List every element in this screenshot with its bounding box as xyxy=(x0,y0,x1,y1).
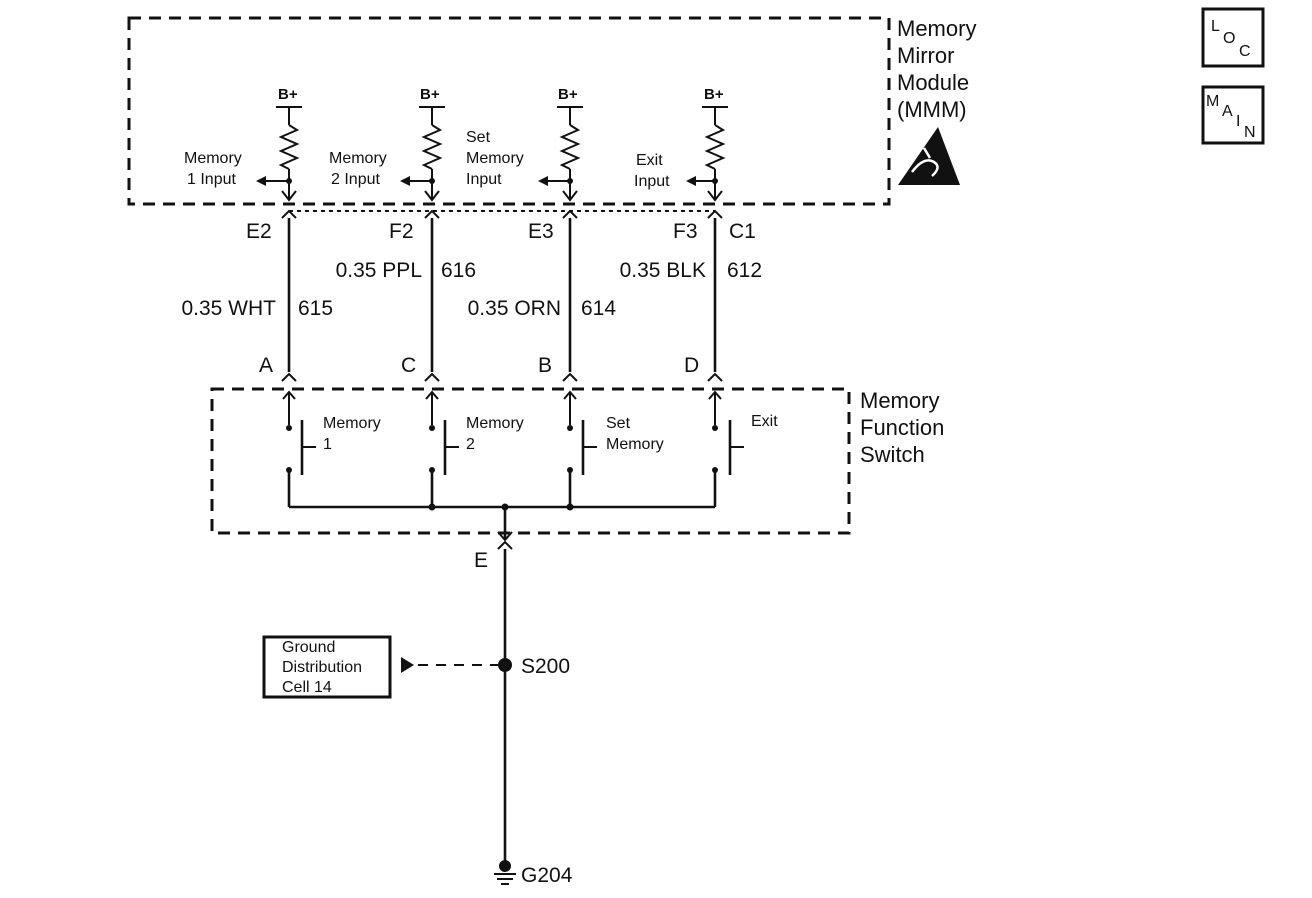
switch-name-line-1: Memory xyxy=(860,388,939,413)
ground-ref-line-3: Cell 14 xyxy=(282,679,332,696)
module-name-line-4: (MMM) xyxy=(897,97,967,122)
switch-contacts: Memory 1 Memory 2 Set Memory Exit xyxy=(282,390,778,542)
pin-a: A xyxy=(259,354,273,377)
pin-f2: F2 xyxy=(389,220,414,243)
pin-e3: E3 xyxy=(528,220,554,243)
button-label-4-line-1: Exit xyxy=(751,413,778,430)
wire-circuit-4: 612 xyxy=(727,259,762,282)
main-icon-letter-m: M xyxy=(1206,93,1219,110)
switch-pin-labels: A C B D xyxy=(259,354,699,377)
button-label-2-line-1: Memory xyxy=(466,415,524,432)
pin-e: E xyxy=(474,549,488,572)
wire-spec-1: 0.35 WHT xyxy=(181,297,276,320)
esd-sensitive-icon xyxy=(898,127,960,185)
input-label-2-line-1: Memory xyxy=(329,150,387,167)
input-label-1-line-2: 1 Input xyxy=(187,171,236,188)
input-label-3-line-3: Input xyxy=(466,171,502,188)
supply-label-2: B+ xyxy=(420,86,440,103)
button-label-3-line-1: Set xyxy=(606,415,631,432)
wire-spec-3: 0.35 ORN xyxy=(468,297,561,320)
memory-mirror-module: Memory Mirror Module (MMM) xyxy=(127,16,976,206)
pin-b: B xyxy=(538,354,552,377)
button-label-2-line-2: 2 xyxy=(466,436,475,453)
module-pin-labels: E2 F2 E3 F3 C1 xyxy=(246,220,756,243)
splice-label: S200 xyxy=(521,655,570,678)
switch-name-line-3: Switch xyxy=(860,442,925,467)
pin-c: C xyxy=(401,354,416,377)
module-name-line-1: Memory xyxy=(897,16,976,41)
button-label-1-line-2: 1 xyxy=(323,436,332,453)
ground-ref-arrow-icon xyxy=(401,657,414,673)
button-label-3-line-2: Memory xyxy=(606,436,664,453)
loc-icon-letter-l: L xyxy=(1211,18,1220,35)
main-icon-letter-i: I xyxy=(1236,113,1240,130)
input-label-3-line-2: Memory xyxy=(466,150,524,167)
loc-icon-letter-o: O xyxy=(1223,30,1235,47)
pin-d: D xyxy=(684,354,699,377)
input-label-1-line-1: Memory xyxy=(184,150,242,167)
wire-circuit-3: 614 xyxy=(581,297,616,320)
ground-circuit: E S200 Ground Distribution Cell 14 G204 xyxy=(262,540,573,887)
main-icon: M A I N xyxy=(1201,85,1265,145)
ground-label: G204 xyxy=(521,864,573,887)
memory-function-switch: Memory Function Switch xyxy=(210,387,944,535)
module-circuit-4: B+ Exit Input xyxy=(634,86,728,202)
module-circuit-1: B+ Memory 1 Input xyxy=(184,86,302,202)
supply-label-1: B+ xyxy=(278,86,298,103)
module-name-line-2: Mirror xyxy=(897,43,954,68)
supply-label-3: B+ xyxy=(558,86,578,103)
ground-ref-line-2: Distribution xyxy=(282,659,362,676)
pin-e2: E2 xyxy=(246,220,272,243)
input-label-4-line-1: Exit xyxy=(636,152,663,169)
input-label-3-line-1: Set xyxy=(466,129,491,146)
loc-icon-letter-c: C xyxy=(1239,43,1251,60)
button-label-1-line-1: Memory xyxy=(323,415,381,432)
main-icon-letter-n: N xyxy=(1244,124,1256,141)
ground-symbol-icon xyxy=(494,873,516,885)
input-label-4-line-2: Input xyxy=(634,173,670,190)
module-circuit-2: B+ Memory 2 Input xyxy=(329,86,445,202)
harness-wires xyxy=(287,218,717,372)
wire-labels: 0.35 WHT 615 0.35 PPL 616 0.35 ORN 614 0… xyxy=(181,259,762,320)
ground-ref-line-1: Ground xyxy=(282,639,335,656)
pin-f3: F3 xyxy=(673,220,698,243)
switch-name-line-2: Function xyxy=(860,415,944,440)
input-label-2-line-2: 2 Input xyxy=(331,171,380,188)
module-name-line-3: Module xyxy=(897,70,969,95)
wire-spec-2: 0.35 PPL xyxy=(336,259,422,282)
splice-dot xyxy=(498,658,512,672)
main-icon-letter-a: A xyxy=(1222,103,1233,120)
ground-ref-box xyxy=(262,635,392,699)
pin-c1: C1 xyxy=(729,220,756,243)
wire-circuit-1: 615 xyxy=(298,297,333,320)
supply-label-4: B+ xyxy=(704,86,724,103)
loc-icon: L O C xyxy=(1201,7,1265,68)
module-circuit-3: B+ Set Memory Input xyxy=(466,86,583,202)
wire-spec-4: 0.35 BLK xyxy=(620,259,706,282)
wire-circuit-2: 616 xyxy=(441,259,476,282)
